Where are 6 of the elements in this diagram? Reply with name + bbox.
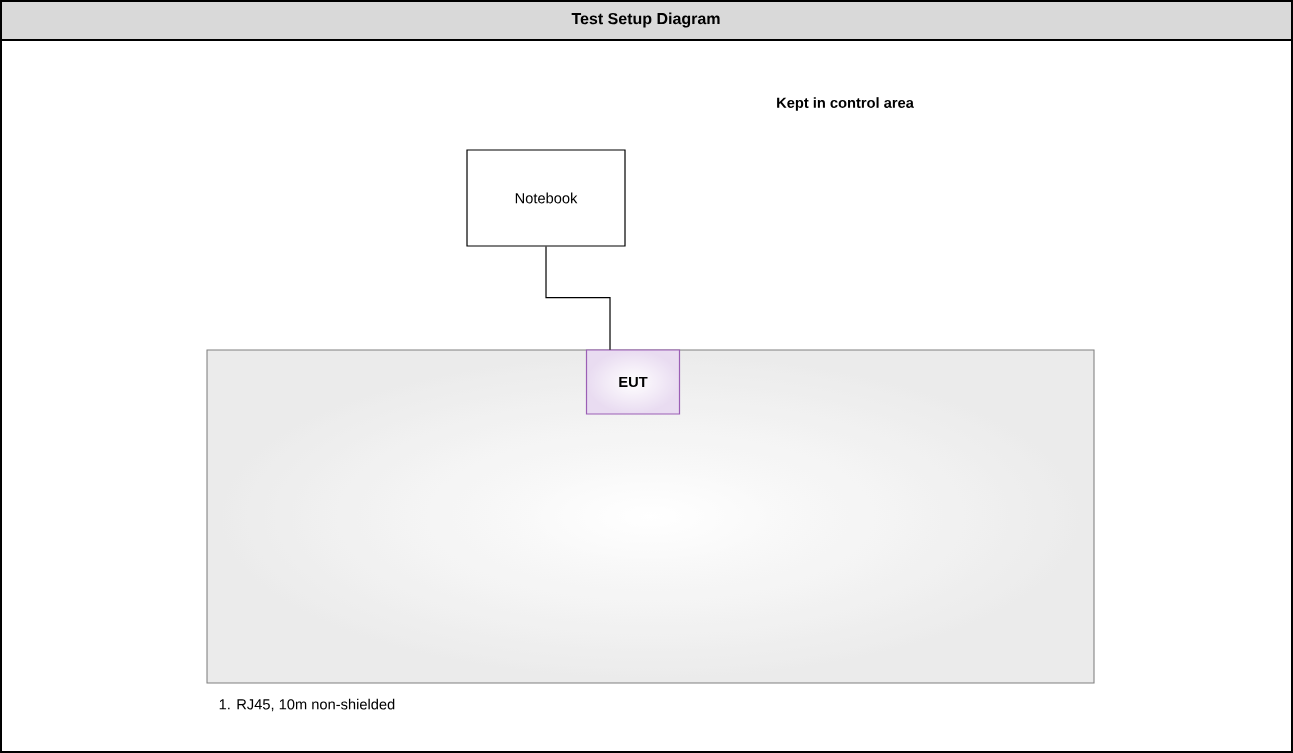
title: Test Setup Diagram xyxy=(571,12,720,28)
area-note: Kept in control area xyxy=(777,97,914,111)
computer-box: Notebook xyxy=(466,149,626,247)
device-box: EUT xyxy=(585,349,681,415)
cable-line xyxy=(545,246,611,351)
cable-note: 1. RJ45, 10m non-shielded xyxy=(219,698,395,712)
